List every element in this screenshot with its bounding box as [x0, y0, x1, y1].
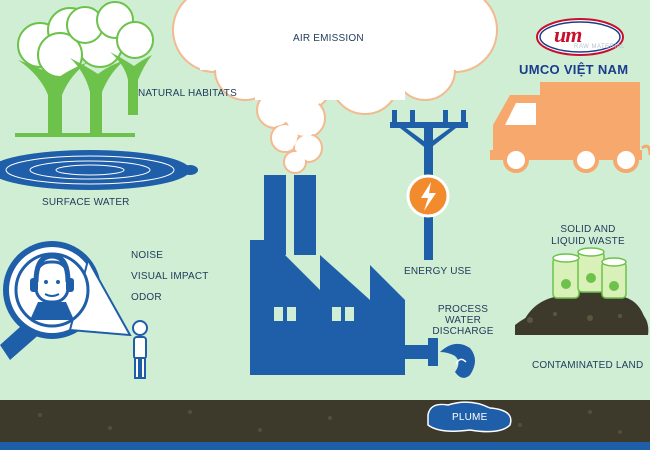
label-plume: PLUME	[452, 412, 488, 423]
brand-logo-text: um	[554, 22, 582, 47]
label-air-emission: AIR EMISSION	[293, 33, 364, 44]
label-visual-impact: VISUAL IMPACT	[131, 271, 209, 282]
brand-logo	[536, 18, 624, 56]
label-solid-waste-line1: SOLID AND	[560, 224, 616, 235]
ground-layer	[0, 400, 650, 450]
brand-tagline: RAW MATERIAL	[574, 44, 626, 50]
label-solid-waste: SOLID AND LIQUID WASTE	[548, 224, 628, 248]
label-surface-water: SURFACE WATER	[42, 197, 130, 208]
plume-blob	[427, 401, 512, 433]
lightning-icon	[406, 174, 450, 218]
person-head-icon	[0, 241, 132, 360]
brand-name: UMCO VIỆT NAM	[519, 62, 629, 77]
label-noise: NOISE	[131, 250, 164, 261]
label-odor: ODOR	[131, 292, 162, 303]
label-solid-waste-line2: LIQUID WASTE	[551, 236, 625, 247]
label-natural-habitats: NATURAL HABITATS	[138, 88, 237, 99]
label-contaminated-land: CONTAMINATED LAND	[532, 360, 644, 371]
label-process-water-line2: WATER	[445, 315, 481, 326]
barrel-icon	[515, 247, 649, 335]
label-process-water-line3: DISCHARGE	[432, 326, 494, 337]
label-process-water-line1: PROCESS	[437, 304, 489, 315]
water-swirl-icon	[440, 343, 475, 378]
person-icon	[132, 320, 148, 379]
label-process-water: PROCESS WATER DISCHARGE	[428, 304, 498, 337]
lake-icon	[0, 150, 198, 190]
label-energy-use: ENERGY USE	[404, 266, 472, 277]
factory-icon	[250, 175, 438, 375]
tree-icon	[15, 1, 154, 137]
truck-icon	[490, 82, 650, 173]
cloud-icon	[172, 0, 498, 174]
